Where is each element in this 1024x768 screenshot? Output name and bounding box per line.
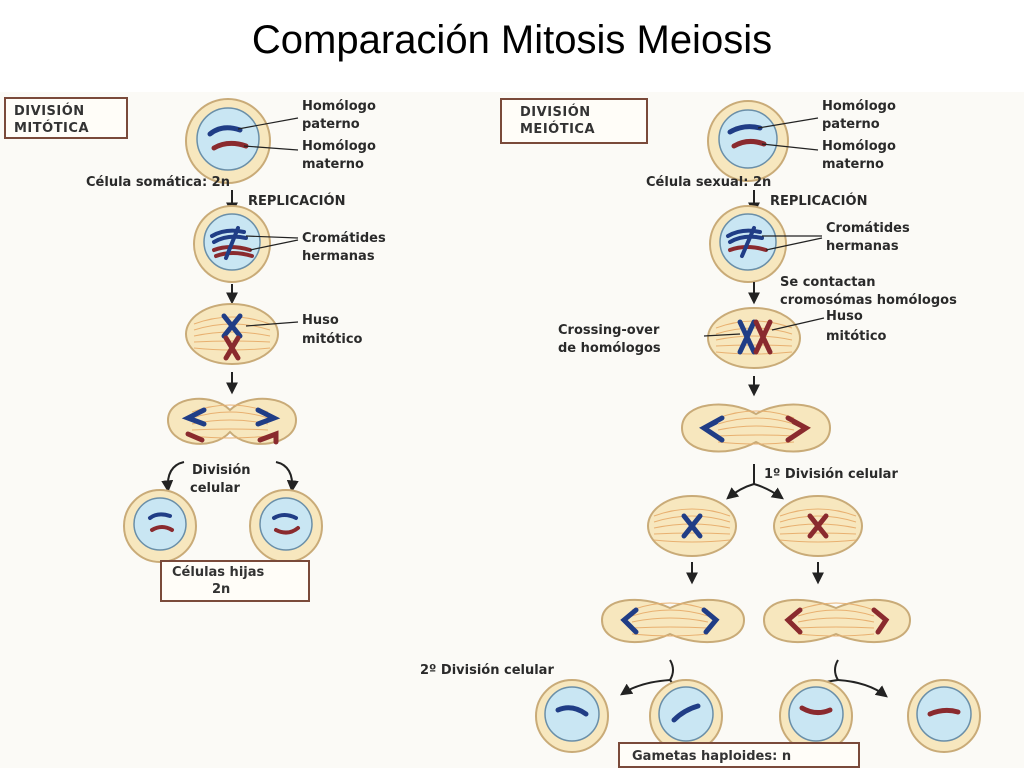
mitosis-replication-label: REPLICACIÓN: [248, 193, 345, 209]
mitosis-cromatides-label: Cromátides: [302, 231, 386, 246]
gamete-1: [535, 679, 609, 753]
mitosis-division-label: División: [192, 463, 251, 478]
mitosis-header-line2: MITÓTICA: [14, 121, 89, 136]
mitosis-huso-label: Huso: [302, 313, 339, 328]
gamete-2: [649, 679, 723, 753]
meiosis-second-cell-1: [647, 495, 737, 557]
daughter-cells-box: Células hijas 2n: [160, 560, 310, 602]
meiosis-anaphase-2-cell-1: [600, 598, 746, 644]
mitosis-huso-label-2: mitótico: [302, 332, 363, 347]
meiosis-replication-label: REPLICACIÓN: [770, 193, 867, 209]
maternal-chromosome: [211, 140, 249, 151]
mitosis-anaphase-cell: [166, 397, 298, 445]
meiosis-crossing-over-cell: [703, 307, 825, 369]
meiosis-first-division-label: 1º División celular: [764, 467, 898, 482]
mitosis-cell-label: Célula somática: 2n: [86, 175, 230, 190]
meiosis-huso-label: Huso: [826, 309, 863, 324]
meiosis-sexual-cell: [707, 100, 819, 182]
meiosis-crossing-label-2: de homólogos: [558, 341, 661, 356]
meiosis-anaphase-2-cell-2: [762, 598, 912, 644]
meiosis-huso-label-2: mitótico: [826, 329, 887, 344]
meiosis-cell-label: Célula sexual: 2n: [646, 175, 771, 190]
meiosis-replicated-cell: [709, 205, 823, 283]
mitosis-cromatides-label-2: hermanas: [302, 249, 375, 264]
meiosis-homologo-paterno-label: Homólogo: [822, 99, 896, 114]
meiosis-header-line2: MEIÓTICA: [520, 122, 596, 137]
mitosis-homologo-paterno-label-2: paterno: [302, 117, 360, 132]
daughter-cells-ploidy: 2n: [212, 582, 231, 597]
paternal-chromosome: [207, 125, 243, 137]
meiosis-homologo-materno-label-2: materno: [822, 157, 884, 172]
meiosis-second-cell-2: [773, 495, 863, 557]
mitosis-daughter-cell-1: [123, 489, 197, 563]
mitosis-header-line1: DIVISIÓN: [14, 104, 85, 119]
gametes-label: Gametas haploides: n: [632, 749, 792, 764]
meiosis-crossing-label: Crossing-over: [558, 323, 660, 338]
gametes-box: Gametas haploides: n: [618, 742, 860, 768]
mitosis-replicated-cell: [193, 205, 299, 283]
meiosis-header-line1: DIVISIÓN: [520, 105, 591, 120]
meiosis-header-box: DIVISIÓN MEIÓTICA: [500, 98, 648, 144]
mitosis-spindle-cell: [185, 303, 299, 365]
meiosis-homologo-paterno-label-2: paterno: [822, 117, 880, 132]
meiosis-anaphase-1-cell: [680, 403, 832, 453]
mitosis-homologo-materno-label-2: materno: [302, 157, 364, 172]
gamete-4: [907, 679, 981, 753]
mitosis-division-label-2: celular: [190, 481, 240, 496]
meiosis-second-division-label: 2º División celular: [420, 663, 554, 678]
mitosis-homologo-paterno-label: Homólogo: [302, 99, 376, 114]
mitosis-homologo-materno-label: Homólogo: [302, 139, 376, 154]
daughter-cells-label: Células hijas: [172, 565, 265, 580]
meiosis-homologo-materno-label: Homólogo: [822, 139, 896, 154]
slide-title: Comparación Mitosis Meiosis: [251, 18, 773, 62]
mitosis-daughter-cell-2: [249, 489, 323, 563]
meiosis-contact-label-2: cromosómas homólogos: [780, 293, 957, 308]
meiosis-contact-label: Se contactan: [780, 275, 876, 290]
meiosis-cromatides-label-2: hermanas: [826, 239, 899, 254]
gamete-3: [779, 679, 853, 753]
mitosis-somatic-cell: [185, 98, 299, 184]
meiosis-cromatides-label: Cromátides: [826, 221, 910, 236]
mitosis-header-box: DIVISIÓN MITÓTICA: [4, 97, 128, 139]
